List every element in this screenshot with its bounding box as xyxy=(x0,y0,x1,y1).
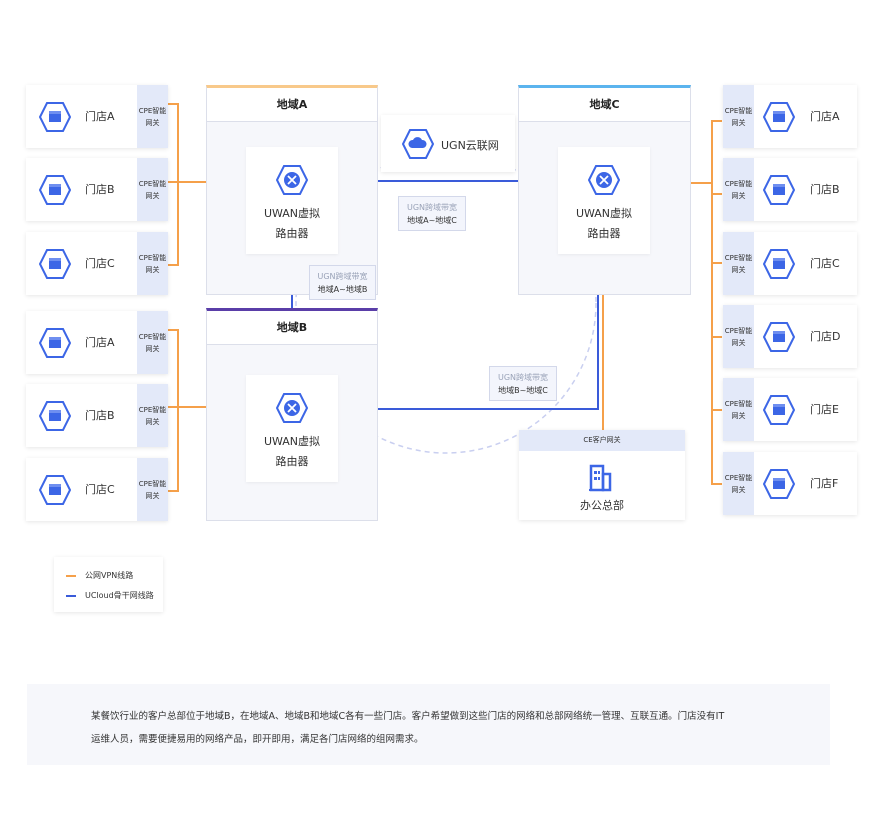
store-name: 门店A xyxy=(810,110,840,123)
description-text: 某餐饮行业的客户总部位于地域B，在地域A、地域B和地域C各有一些门店。客户希望做… xyxy=(91,705,781,751)
cloud-icon xyxy=(402,129,434,159)
bandwidth-title: UGN跨域带宽 xyxy=(317,272,368,281)
store-icon xyxy=(39,102,71,132)
region-a-panel: 地域A xyxy=(206,85,378,295)
store-card[interactable]: CPE智能 网关 门店F xyxy=(723,452,857,515)
building-icon xyxy=(589,464,612,492)
store-card[interactable]: CPE智能 网关 门店B xyxy=(723,158,857,221)
uwan-router-region-a[interactable]: UWAN虚拟 路由器 xyxy=(246,147,338,254)
bandwidth-a-c: UGN跨域带宽 地域A~地域C xyxy=(398,196,466,231)
store-name: 门店D xyxy=(810,330,841,343)
cpe-gateway-label: CPE智能 网关 xyxy=(723,85,754,148)
store-card[interactable]: CPE智能 网关 门店E xyxy=(723,378,857,441)
store-icon xyxy=(763,395,795,425)
bandwidth-a-b: UGN跨域带宽 地域A~地域B xyxy=(309,265,376,300)
store-icon xyxy=(39,328,71,358)
store-icon xyxy=(39,175,71,205)
store-card[interactable]: 门店A CPE智能 网关 xyxy=(26,311,168,374)
store-name: 门店B xyxy=(810,183,840,196)
store-name: 门店B xyxy=(85,183,115,196)
router-label-line1: UWAN虚拟 xyxy=(575,207,633,220)
cpe-gateway-label: CPE智能 网关 xyxy=(137,158,168,221)
router-label-line2: 路由器 xyxy=(275,227,309,240)
cpe-gateway-label: CPE智能 网关 xyxy=(137,232,168,295)
blue-line-swatch xyxy=(66,594,76,597)
cpe-gateway-label: CPE智能 网关 xyxy=(137,384,168,447)
description-line2: 运维人员，需要便捷易用的网络产品，即开即用，满足各门店网络的组网需求。 xyxy=(91,734,424,745)
bandwidth-title: UGN跨域带宽 xyxy=(497,373,549,382)
store-icon xyxy=(763,322,795,352)
legend: 公网VPN线路 UCloud骨干网线路 xyxy=(54,557,163,612)
region-a-title: 地域A xyxy=(207,88,377,122)
router-label-line2: 路由器 xyxy=(275,455,309,468)
store-icon xyxy=(763,469,795,499)
ce-gateway-label: CE客户网关 xyxy=(519,430,685,451)
cpe-gateway-label: CPE智能 网关 xyxy=(723,232,754,295)
legend-item-ucloud-backbone: UCloud骨干网线路 xyxy=(66,590,154,601)
bandwidth-title: UGN跨域带宽 xyxy=(406,203,458,212)
region-c-title: 地域C xyxy=(519,88,690,122)
cpe-gateway-label: CPE智能 网关 xyxy=(723,378,754,441)
store-card[interactable]: 门店A CPE智能 网关 xyxy=(26,85,168,148)
ugn-label: UGN云联网 xyxy=(441,139,499,152)
scenario-description: 某餐饮行业的客户总部位于地域B，在地域A、地域B和地域C各有一些门店。客户希望做… xyxy=(27,684,830,765)
cpe-gateway-label: CPE智能 网关 xyxy=(723,452,754,515)
ugn-cloud-card[interactable]: UGN云联网 xyxy=(381,115,515,172)
store-icon xyxy=(763,102,795,132)
store-icon xyxy=(39,475,71,505)
store-name: 门店C xyxy=(85,257,115,270)
router-label-line2: 路由器 xyxy=(587,227,621,240)
store-card[interactable]: CPE智能 网关 门店D xyxy=(723,305,857,368)
bandwidth-b-c: UGN跨域带宽 地域B~地域C xyxy=(489,366,557,401)
router-label-line1: UWAN虚拟 xyxy=(263,435,321,448)
store-name: 门店B xyxy=(85,409,115,422)
store-card[interactable]: 门店C CPE智能 网关 xyxy=(26,232,168,295)
router-label-line1: UWAN虚拟 xyxy=(263,207,321,220)
store-card[interactable]: CPE智能 网关 门店A xyxy=(723,85,857,148)
orange-line-swatch xyxy=(66,574,76,577)
store-icon xyxy=(39,249,71,279)
description-line1: 某餐饮行业的客户总部位于地域B，在地域A、地域B和地域C各有一些门店。客户希望做… xyxy=(91,711,725,722)
bandwidth-route: 地域A~地域B xyxy=(317,285,368,294)
legend-label: UCloud骨干网线路 xyxy=(85,591,154,600)
store-name: 门店C xyxy=(85,483,115,496)
headquarters-card[interactable]: CE客户网关 办公总部 xyxy=(519,430,685,520)
store-name: 门店F xyxy=(810,477,839,490)
headquarters-label: 办公总部 xyxy=(580,499,624,512)
store-card[interactable]: CPE智能 网关 门店C xyxy=(723,232,857,295)
store-card[interactable]: 门店B CPE智能 网关 xyxy=(26,158,168,221)
uwan-router-region-b[interactable]: UWAN虚拟 路由器 xyxy=(246,375,338,482)
legend-label: 公网VPN线路 xyxy=(85,571,134,580)
store-name: 门店E xyxy=(810,403,839,416)
cpe-gateway-label: CPE智能 网关 xyxy=(137,85,168,148)
store-name: 门店C xyxy=(810,257,840,270)
store-card[interactable]: 门店B CPE智能 网关 xyxy=(26,384,168,447)
router-icon xyxy=(276,393,308,423)
cpe-gateway-label: CPE智能 网关 xyxy=(137,458,168,521)
router-icon xyxy=(588,165,620,195)
store-icon xyxy=(763,175,795,205)
legend-item-public-vpn: 公网VPN线路 xyxy=(66,570,133,581)
cpe-gateway-label: CPE智能 网关 xyxy=(723,305,754,368)
region-b-title: 地域B xyxy=(207,311,377,345)
store-name: 门店A xyxy=(85,336,115,349)
router-icon xyxy=(276,165,308,195)
store-card[interactable]: 门店C CPE智能 网关 xyxy=(26,458,168,521)
cpe-gateway-label: CPE智能 网关 xyxy=(723,158,754,221)
cpe-gateway-label: CPE智能 网关 xyxy=(137,311,168,374)
store-icon xyxy=(39,401,71,431)
uwan-router-region-c[interactable]: UWAN虚拟 路由器 xyxy=(558,147,650,254)
bandwidth-route: 地域B~地域C xyxy=(498,386,548,395)
bandwidth-route: 地域A~地域C xyxy=(407,216,457,225)
store-name: 门店A xyxy=(85,110,115,123)
store-icon xyxy=(763,249,795,279)
